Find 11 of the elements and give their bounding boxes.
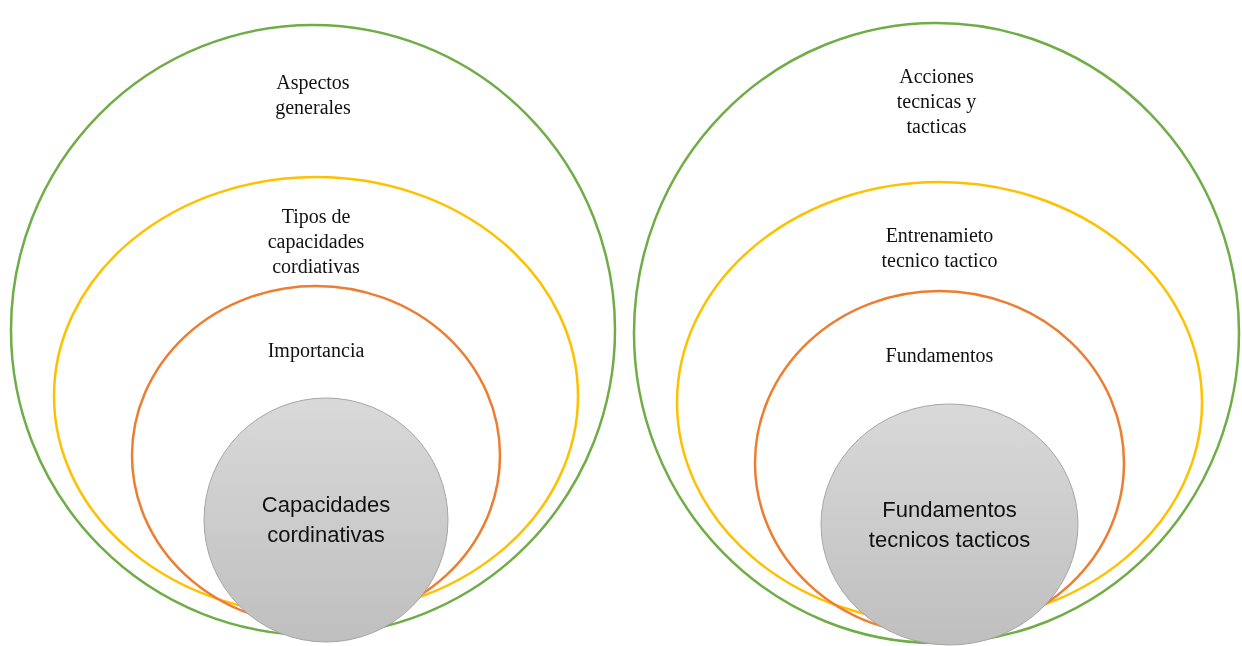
ring-label: Fundamentos — [884, 343, 995, 368]
ring-label: Entrenamieto tecnico tactico — [880, 223, 999, 273]
ring-label: Importancia — [266, 338, 366, 363]
core-circle — [203, 397, 449, 643]
core-label: Capacidades cordinativas — [260, 491, 392, 549]
outer-ellipse — [633, 22, 1240, 644]
core-label: Fundamentos tecnicos tacticos — [867, 495, 1032, 554]
ring-label: Tipos de capacidades cordiativas — [266, 204, 366, 279]
ring-label: Acciones tecnicas y tacticas — [895, 64, 978, 139]
core-circle — [820, 403, 1079, 646]
ring-label: Aspectos generales — [274, 70, 352, 120]
